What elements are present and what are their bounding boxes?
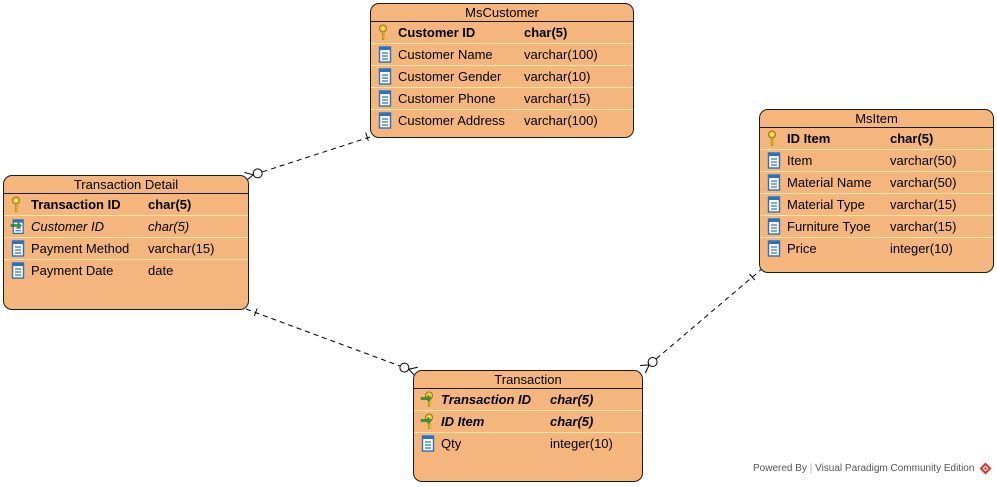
entity-title: Transaction Detail <box>4 176 248 194</box>
powered-by-label: Powered By <box>753 463 807 474</box>
column-name: Payment Method <box>31 241 130 256</box>
column-name: Item <box>787 153 813 168</box>
column-name: Qty <box>441 436 462 451</box>
column-name: Customer Name <box>398 47 493 62</box>
relationship-item-transaction[interactable] <box>640 267 764 374</box>
entity-title: MsItem <box>760 110 993 128</box>
column-row[interactable]: Material Name varchar(50) <box>760 172 993 194</box>
column-row[interactable]: Customer Address varchar(100) <box>371 110 633 131</box>
column-row[interactable]: Material Type varchar(15) <box>760 194 993 216</box>
powered-by-footer: Powered By | Visual Paradigm Community E… <box>753 462 992 475</box>
visual-paradigm-logo-icon <box>979 462 992 475</box>
relationship-customer-transaction-detail[interactable] <box>244 132 371 181</box>
column-name: Price <box>787 241 817 256</box>
primary-key-icon <box>768 130 776 146</box>
column-row[interactable]: Transaction ID char(5) <box>4 194 248 216</box>
column-type: char(5) <box>524 25 568 40</box>
entity-title: MsCustomer <box>371 4 633 22</box>
column-name: Customer Gender <box>398 69 502 84</box>
column-name: Customer Phone <box>398 91 496 106</box>
primary-foreign-key-icon <box>420 391 433 407</box>
column-name: Customer Address <box>398 113 505 128</box>
relationship-transaction-detail-transaction[interactable] <box>245 308 418 377</box>
column-type: integer(10) <box>550 436 613 451</box>
column-name: Material Type <box>787 197 865 212</box>
column-row[interactable]: Payment Date date <box>4 260 248 281</box>
column-icon <box>767 240 781 257</box>
column-type: char(5) <box>550 414 594 429</box>
column-type: varchar(10) <box>524 69 591 84</box>
column-name: Customer ID <box>398 25 476 40</box>
column-row[interactable]: ID Item char(5) <box>760 128 993 150</box>
entity-title: Transaction <box>414 371 642 389</box>
footer-separator: | <box>809 463 813 474</box>
primary-key-icon <box>379 24 387 40</box>
column-type: varchar(15) <box>524 91 591 106</box>
column-type: char(5) <box>148 197 192 212</box>
foreign-key-icon <box>10 219 24 235</box>
column-icon <box>767 196 781 213</box>
column-row[interactable]: Payment Method varchar(15) <box>4 238 248 260</box>
column-icon <box>378 46 392 63</box>
column-row[interactable]: Customer Phone varchar(15) <box>371 88 633 110</box>
column-row[interactable]: Customer Gender varchar(10) <box>371 66 633 88</box>
column-icon <box>767 174 781 191</box>
column-icon <box>11 240 25 257</box>
column-row[interactable]: Furniture Tyoe varchar(15) <box>760 216 993 238</box>
column-type: varchar(15) <box>890 197 957 212</box>
column-row[interactable]: Item varchar(50) <box>760 150 993 172</box>
primary-foreign-key-icon <box>420 413 433 429</box>
column-name: Payment Date <box>31 263 114 278</box>
column-row[interactable]: ID Item char(5) <box>414 411 642 433</box>
column-icon <box>767 152 781 169</box>
column-type: char(5) <box>148 219 190 234</box>
column-icon <box>378 90 392 107</box>
column-row[interactable]: Qty integer(10) <box>414 433 642 454</box>
column-name: Customer ID <box>31 219 104 234</box>
column-name: Transaction ID <box>441 392 532 407</box>
column-icon <box>767 218 781 235</box>
column-icon <box>378 68 392 85</box>
column-type: varchar(50) <box>890 175 957 190</box>
column-type: varchar(100) <box>524 113 598 128</box>
entity-mscustomer[interactable]: MsCustomer Customer ID char(5) Customer Na… <box>370 3 634 138</box>
column-type: date <box>148 263 174 278</box>
column-type: char(5) <box>890 131 934 146</box>
column-icon <box>11 262 25 279</box>
column-name: Material Name <box>787 175 872 190</box>
column-row[interactable]: Customer Name varchar(100) <box>371 44 633 66</box>
column-row[interactable]: Customer ID char(5) <box>4 216 248 238</box>
column-name: Transaction ID <box>31 197 121 212</box>
column-name: Furniture Tyoe <box>787 219 871 234</box>
column-type: varchar(50) <box>890 153 957 168</box>
column-type: char(5) <box>550 392 594 407</box>
column-row[interactable]: Price integer(10) <box>760 238 993 259</box>
column-name: ID Item <box>441 414 485 429</box>
product-name: Visual Paradigm Community Edition <box>815 463 975 474</box>
column-type: varchar(100) <box>524 47 598 62</box>
column-type: varchar(15) <box>890 219 957 234</box>
column-icon <box>378 112 392 129</box>
column-type: varchar(15) <box>148 241 215 256</box>
column-row[interactable]: Transaction ID char(5) <box>414 389 642 411</box>
column-name: ID Item <box>787 131 831 146</box>
primary-key-icon <box>12 196 20 212</box>
column-icon <box>421 435 435 452</box>
column-type: integer(10) <box>890 241 953 256</box>
entity-transaction-detail[interactable]: Transaction Detail Transaction ID char(5)… <box>3 175 249 310</box>
column-row[interactable]: Customer ID char(5) <box>371 22 633 44</box>
